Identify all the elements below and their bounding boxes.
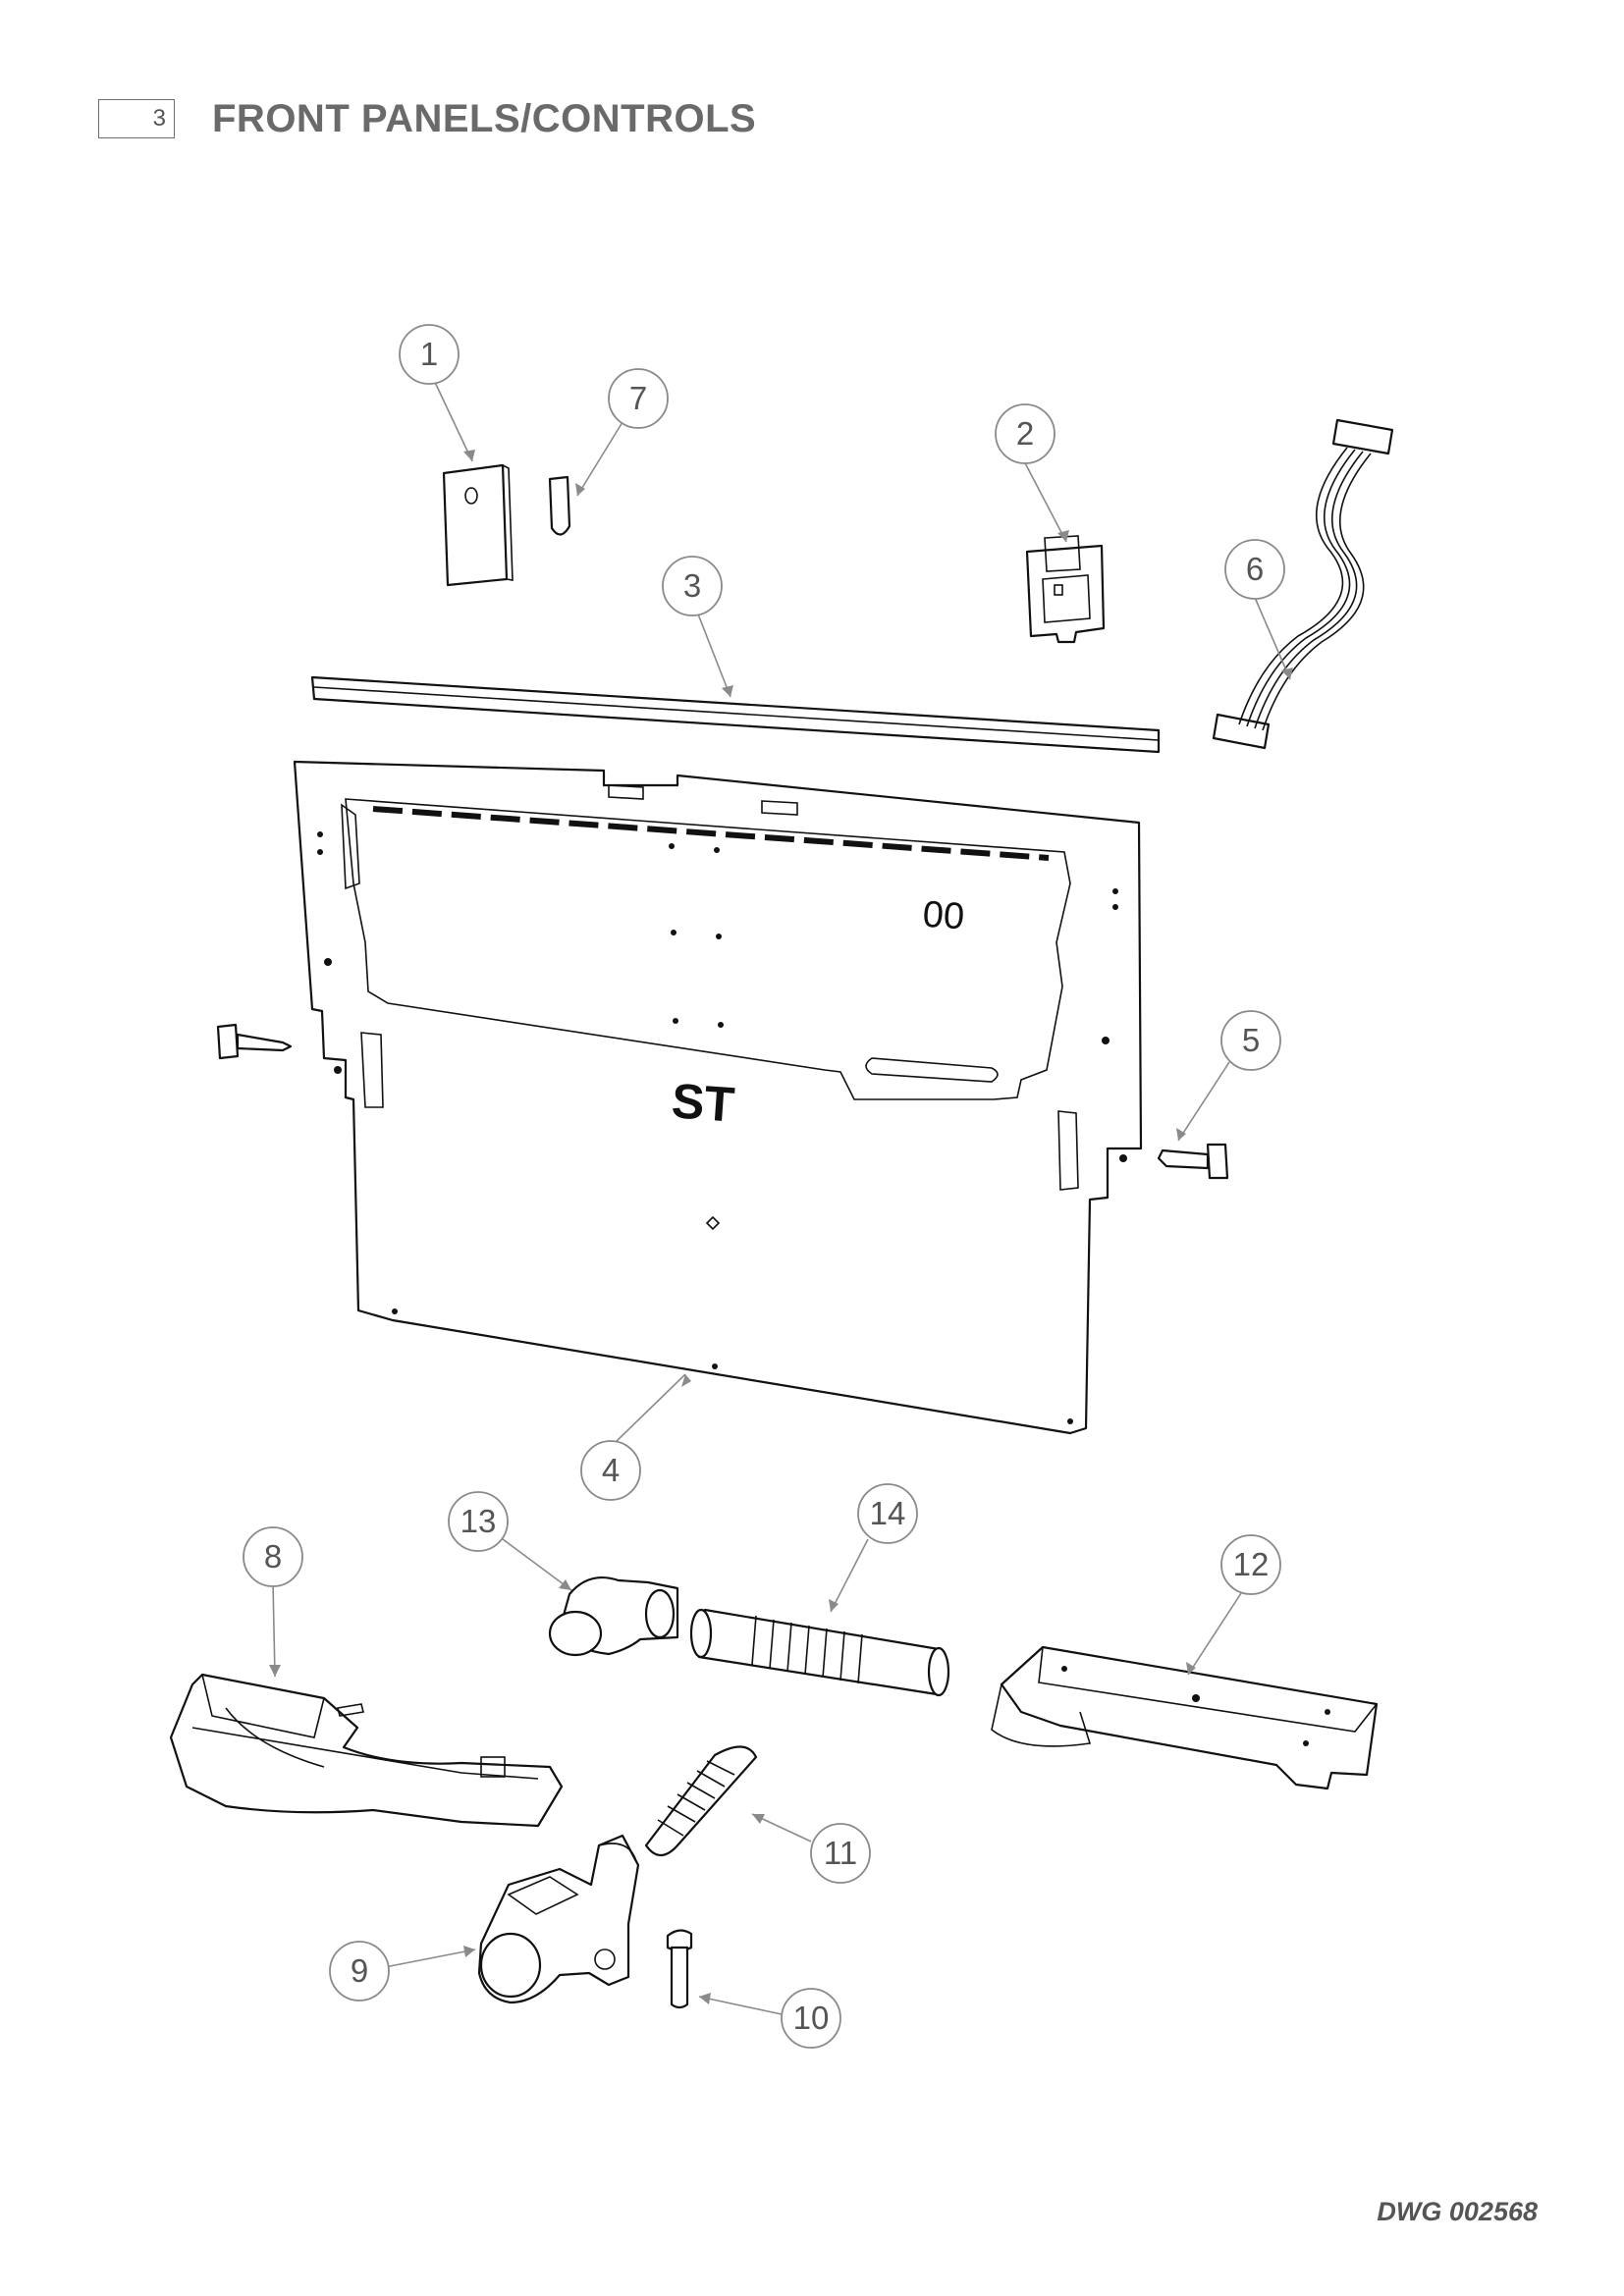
- callout-7: 7: [608, 368, 669, 429]
- callout-12-label: 12: [1233, 1546, 1270, 1582]
- callout-1-label: 1: [420, 336, 438, 372]
- panel-small-marking: 00: [921, 894, 965, 938]
- part-5-screw-left: [216, 1023, 293, 1060]
- part-9-pump-housing: [477, 1834, 640, 2004]
- callout-13-label: 13: [460, 1503, 497, 1539]
- callout-14-label: 14: [870, 1495, 906, 1531]
- callout-8: 8: [243, 1526, 303, 1587]
- panel-code-marking: ST: [670, 1073, 736, 1132]
- callout-6-label: 6: [1246, 551, 1264, 587]
- part-2-switch-module: [1025, 535, 1106, 644]
- callout-11-label: 11: [824, 1835, 857, 1871]
- callout-7-label: 7: [629, 380, 647, 416]
- callout-10-label: 10: [793, 2000, 830, 2036]
- callout-8-label: 8: [264, 1538, 282, 1575]
- leader-lines: [269, 375, 1293, 2015]
- callout-6: 6: [1224, 539, 1285, 600]
- part-6-wiring-harness: [1212, 418, 1394, 750]
- callout-10: 10: [781, 1988, 841, 2049]
- part-12-bracket-plate: [991, 1645, 1379, 1790]
- callout-1: 1: [399, 324, 460, 385]
- part-11-corrugated-hose: [644, 1745, 758, 1857]
- part-10-bolt: [666, 1929, 693, 2009]
- callout-4-label: 4: [602, 1452, 620, 1488]
- callout-5-label: 5: [1242, 1022, 1260, 1058]
- page-title: FRONT PANELS/CONTROLS: [212, 96, 757, 140]
- part-1-trim-plate: [442, 463, 514, 587]
- part-14-bellows-hose: [689, 1608, 950, 1697]
- drawing-number: DWG 002568: [1377, 2197, 1538, 2226]
- callout-2-label: 2: [1016, 415, 1034, 452]
- page-header: 3 FRONT PANELS/CONTROLS: [98, 96, 756, 141]
- section-number-box: 3: [98, 99, 175, 138]
- callout-11: 11: [810, 1823, 871, 1884]
- callout-5: 5: [1220, 1010, 1281, 1071]
- part-13-elbow-connector: [548, 1576, 679, 1657]
- part-4-front-panel: [293, 760, 1143, 1435]
- callout-3-label: 3: [683, 567, 701, 604]
- callout-9-label: 9: [351, 1952, 368, 1989]
- callout-2: 2: [995, 403, 1056, 464]
- callout-14: 14: [857, 1483, 918, 1544]
- callout-13: 13: [448, 1491, 509, 1552]
- part-3-strip: [310, 675, 1161, 754]
- callout-3: 3: [662, 556, 723, 616]
- callout-12: 12: [1220, 1534, 1281, 1595]
- callout-4: 4: [580, 1440, 641, 1501]
- callout-9: 9: [329, 1941, 390, 2002]
- part-5-screw: [1157, 1143, 1229, 1180]
- part-7-clip: [548, 475, 571, 536]
- part-8-sump: [169, 1673, 564, 1828]
